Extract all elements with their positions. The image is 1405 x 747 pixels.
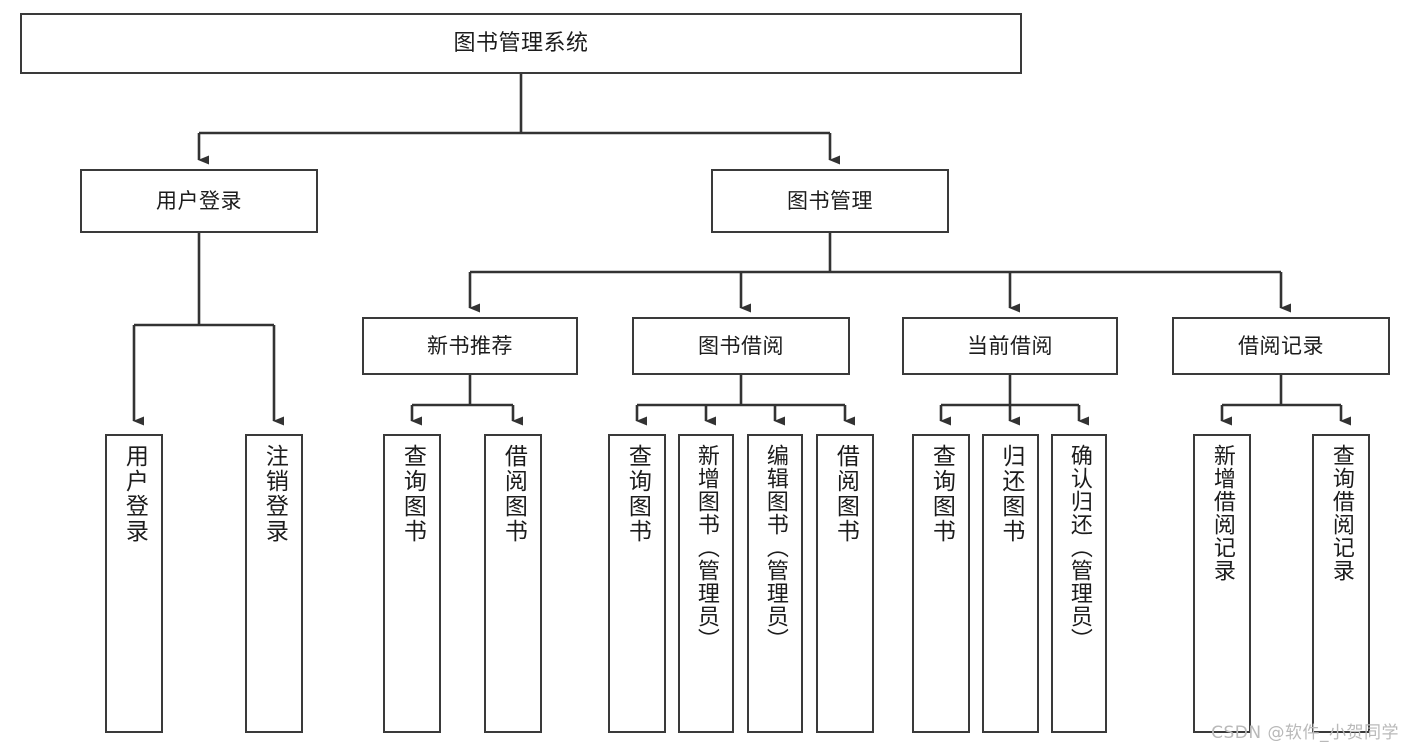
node-label: 当前借阅	[967, 333, 1053, 358]
node-current-borrow[interactable]: 当前借阅	[902, 317, 1118, 375]
node-label: 编辑图书（管理员）	[762, 444, 788, 651]
node-label: 图书借阅	[698, 333, 784, 358]
node-label: 用户登录	[156, 188, 242, 213]
node-root-book-management-system[interactable]: 图书管理系统	[20, 13, 1022, 74]
node-label: 图书管理系统	[453, 30, 589, 56]
node-leaf-edit-book-admin[interactable]: 编辑图书（管理员）	[747, 434, 803, 733]
node-leaf-query-book-current[interactable]: 查询图书	[912, 434, 970, 733]
node-label: 查询借阅记录	[1328, 444, 1354, 582]
node-leaf-add-borrow-record[interactable]: 新增借阅记录	[1193, 434, 1251, 733]
node-leaf-logout[interactable]: 注销登录	[245, 434, 303, 733]
node-label: 用户登录	[121, 444, 148, 544]
node-label: 查询图书	[624, 444, 651, 544]
node-label: 查询图书	[928, 444, 955, 544]
node-leaf-query-borrow-record[interactable]: 查询借阅记录	[1312, 434, 1370, 733]
node-user-login[interactable]: 用户登录	[80, 169, 318, 233]
node-label: 新书推荐	[427, 333, 513, 358]
node-label: 查询图书	[399, 444, 426, 544]
watermark-csdn: CSDN @软件_小贺同学	[1211, 723, 1399, 743]
node-label: 借阅图书	[500, 444, 527, 544]
node-leaf-borrow-book[interactable]: 借阅图书	[816, 434, 874, 733]
node-leaf-query-book-borrow[interactable]: 查询图书	[608, 434, 666, 733]
node-borrow-record[interactable]: 借阅记录	[1172, 317, 1390, 375]
node-new-book-recommend[interactable]: 新书推荐	[362, 317, 578, 375]
node-leaf-query-book-recommend[interactable]: 查询图书	[383, 434, 441, 733]
node-label: 注销登录	[261, 444, 288, 544]
node-leaf-user-login[interactable]: 用户登录	[105, 434, 163, 733]
node-leaf-borrow-book-recommend[interactable]: 借阅图书	[484, 434, 542, 733]
node-label: 新增图书（管理员）	[693, 444, 719, 651]
node-label: 确认归还（管理员）	[1066, 444, 1092, 651]
node-book-management[interactable]: 图书管理	[711, 169, 949, 233]
node-leaf-return-book[interactable]: 归还图书	[982, 434, 1039, 733]
node-leaf-confirm-return-admin[interactable]: 确认归还（管理员）	[1051, 434, 1107, 733]
node-label: 新增借阅记录	[1209, 444, 1235, 582]
node-label: 归还图书	[997, 444, 1024, 544]
node-label: 借阅图书	[832, 444, 859, 544]
node-label: 借阅记录	[1238, 333, 1324, 358]
node-book-borrow[interactable]: 图书借阅	[632, 317, 850, 375]
node-leaf-add-book-admin[interactable]: 新增图书（管理员）	[678, 434, 734, 733]
node-label: 图书管理	[787, 188, 873, 213]
